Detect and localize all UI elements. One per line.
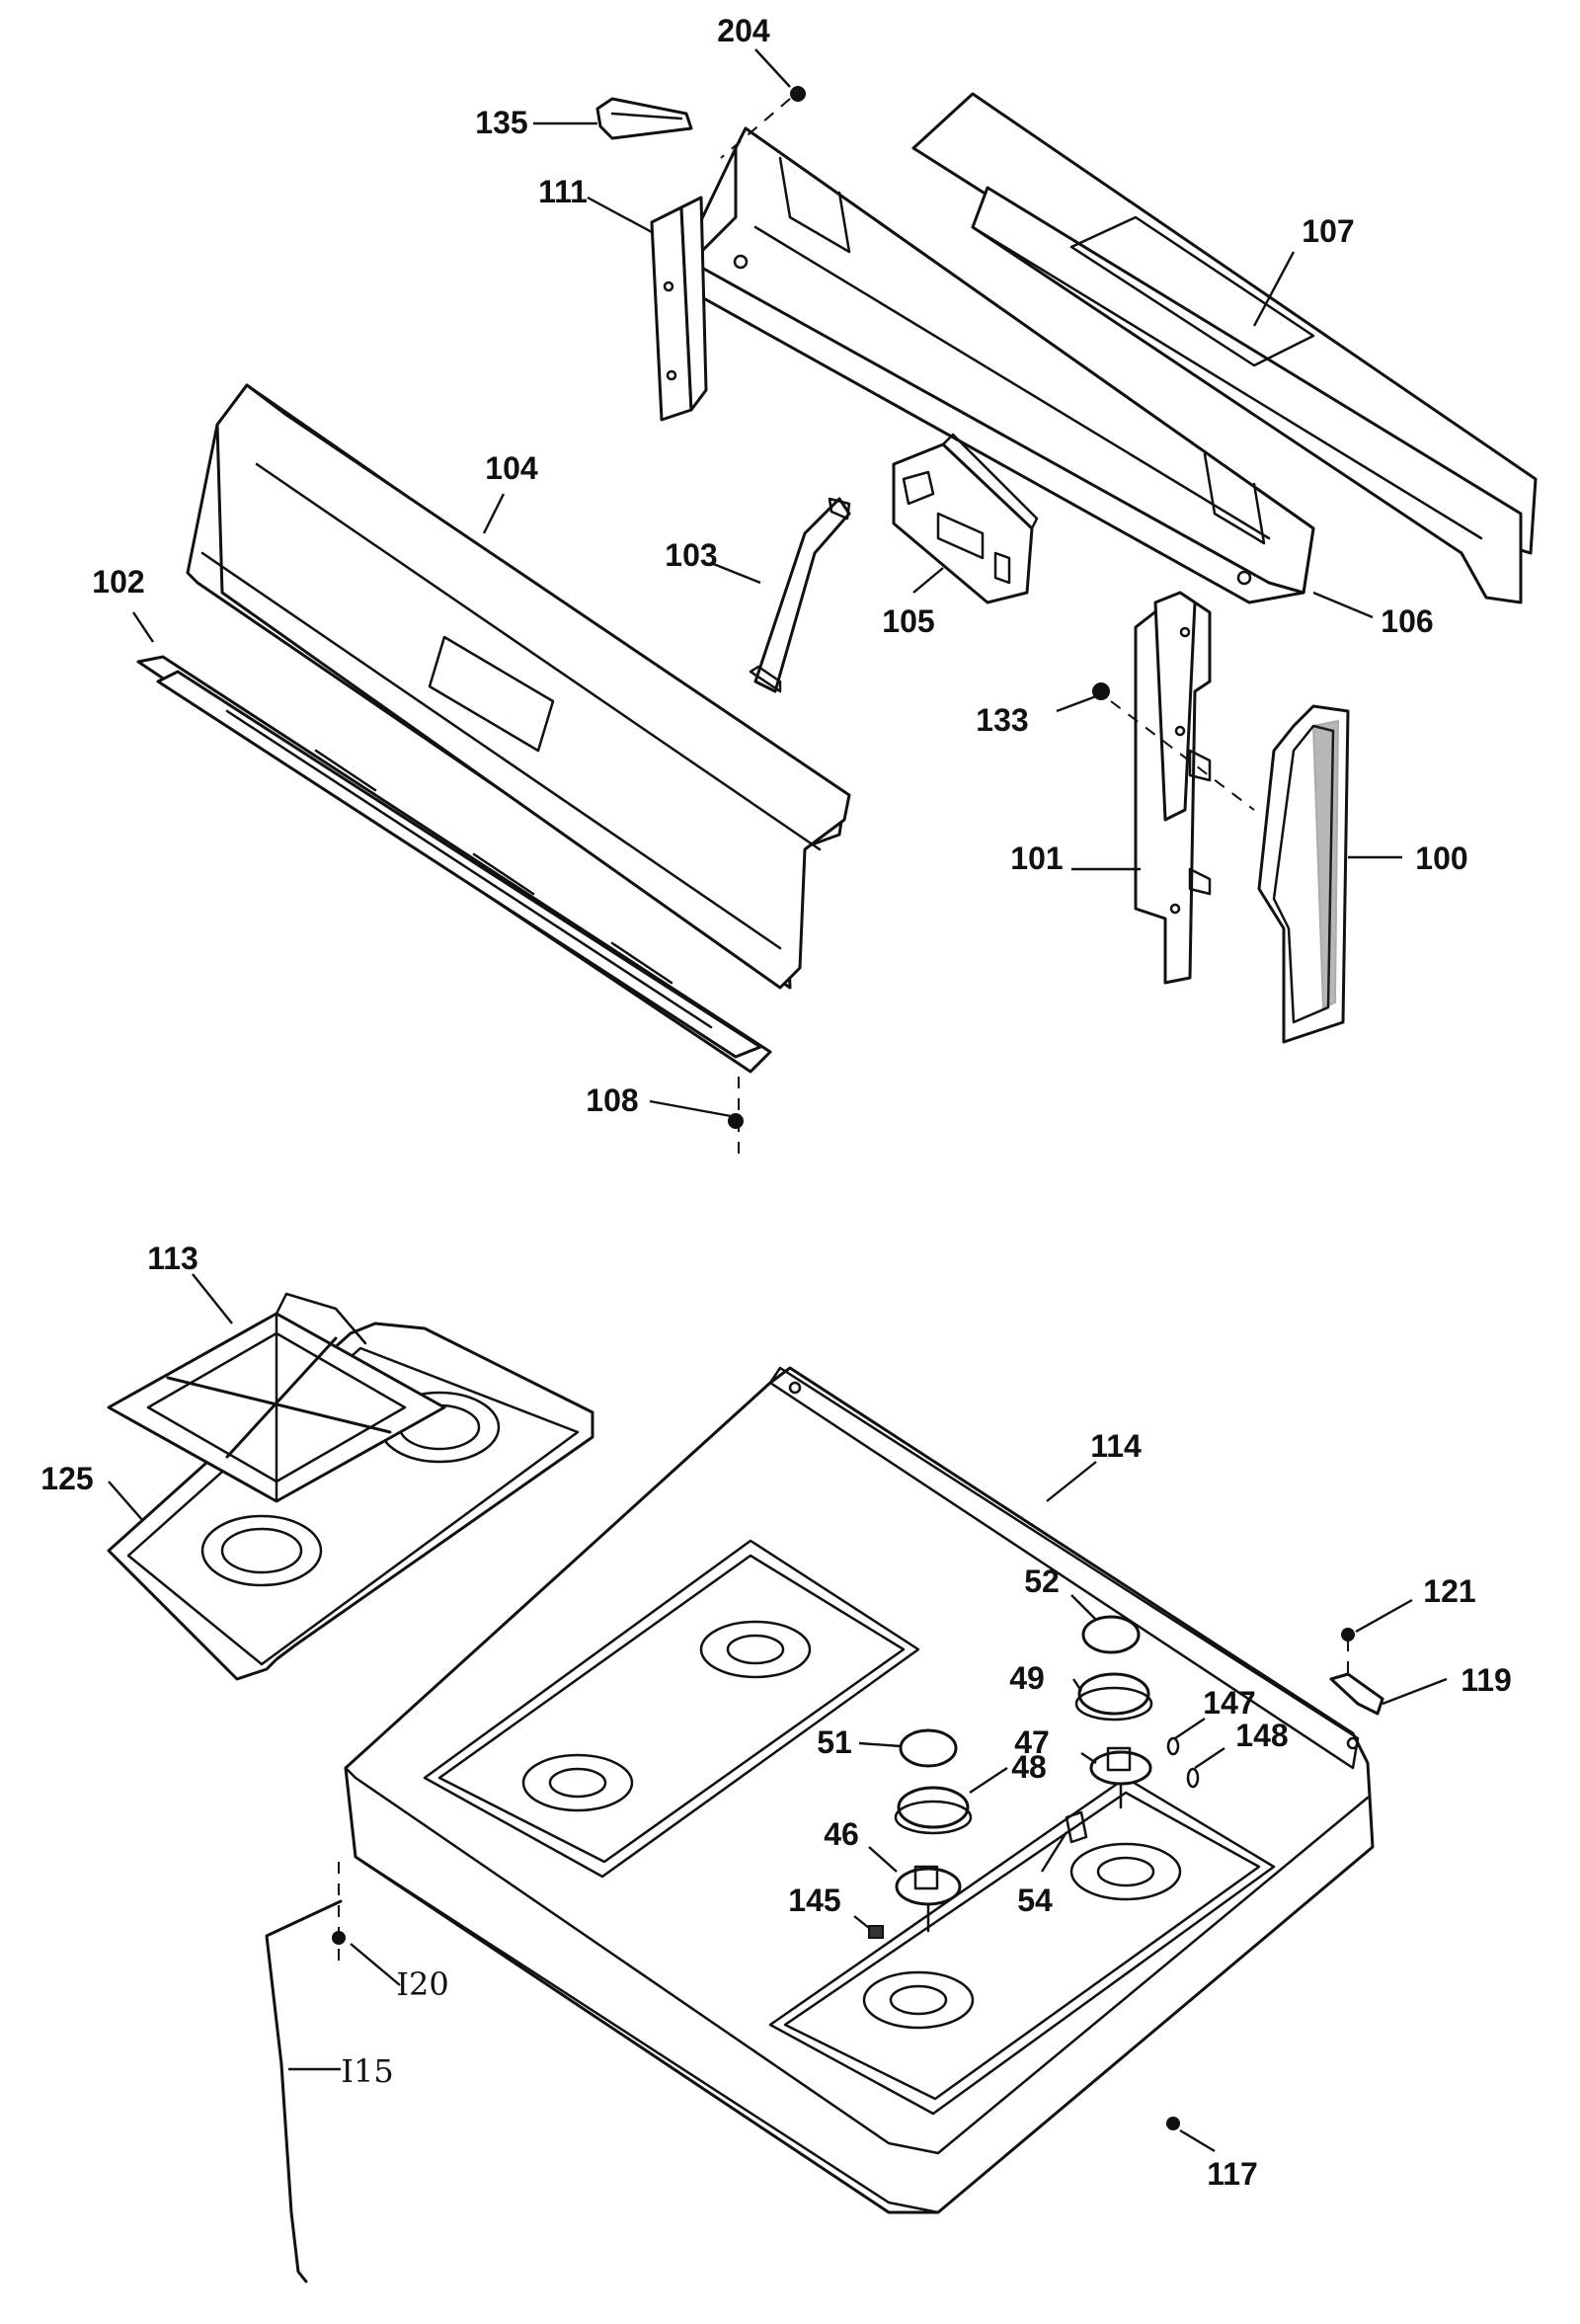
part-47-burner-base xyxy=(1089,1746,1152,1809)
part-46-burner-base xyxy=(895,1865,962,1933)
part-148-screw xyxy=(1186,1767,1200,1789)
part-145-clip xyxy=(868,1925,884,1939)
part-54-orifice xyxy=(1065,1810,1088,1844)
upper-assembly xyxy=(136,86,1538,1156)
label-100: 100 xyxy=(1415,841,1467,876)
part-52-burner-cap xyxy=(1081,1615,1141,1654)
part-115-rod xyxy=(265,1899,343,2284)
part-121-screw xyxy=(1341,1628,1355,1679)
part-111-side-bracket xyxy=(650,196,708,422)
label-133: 133 xyxy=(976,702,1028,738)
label-121: 121 xyxy=(1423,1573,1475,1609)
label-54: 54 xyxy=(1017,1883,1053,1918)
label-105: 105 xyxy=(882,603,934,639)
label-52: 52 xyxy=(1024,1563,1060,1599)
label-113: 113 xyxy=(147,1241,198,1276)
part-113-grate xyxy=(107,1292,446,1503)
label-148: 148 xyxy=(1235,1718,1288,1753)
label-108: 108 xyxy=(586,1082,638,1118)
label-107: 107 xyxy=(1302,213,1354,249)
part-119-bracket xyxy=(1329,1672,1384,1716)
part-102-trim xyxy=(136,655,772,1074)
part-51-burner-cap xyxy=(899,1728,958,1768)
label-145: 145 xyxy=(788,1883,840,1918)
part-100-end-panel xyxy=(1257,704,1350,1044)
part-49-burner-head xyxy=(1074,1672,1153,1722)
label-47: 47 xyxy=(1014,1724,1050,1760)
label-102: 102 xyxy=(92,564,144,600)
part-117-nut xyxy=(1166,2117,1180,2130)
part-103-strap xyxy=(749,497,851,693)
label-204: 204 xyxy=(717,13,770,48)
label-125: 125 xyxy=(40,1461,93,1496)
label-103: 103 xyxy=(665,537,717,573)
leader-lines xyxy=(108,48,1448,2153)
label-135: 135 xyxy=(475,105,527,140)
label-46: 46 xyxy=(824,1816,859,1852)
part-106-backguard xyxy=(679,126,1315,604)
label-101: 101 xyxy=(1010,841,1063,876)
part-labels: 204 135 111 107 104 103 102 105 106 133 … xyxy=(40,13,1512,2192)
label-104: 104 xyxy=(485,450,538,486)
part-48-burner-head xyxy=(894,1786,973,1835)
part-108-screw xyxy=(728,1077,744,1156)
part-204-screw xyxy=(720,86,806,159)
part-104-control-panel xyxy=(186,383,851,990)
label-117: 117 xyxy=(1207,2156,1258,2192)
part-107-top-cover xyxy=(911,92,1538,604)
part-120-screw xyxy=(332,1862,346,1961)
label-111: 111 xyxy=(538,174,588,209)
label-51: 51 xyxy=(817,1724,852,1760)
label-49: 49 xyxy=(1009,1660,1045,1696)
label-115: I15 xyxy=(341,2052,393,2090)
part-133-nut xyxy=(1092,682,1255,811)
label-147: 147 xyxy=(1203,1685,1255,1721)
part-105-clock xyxy=(892,433,1039,604)
part-135-clip xyxy=(595,97,693,140)
label-120: I20 xyxy=(396,1965,448,2003)
label-114: 114 xyxy=(1090,1428,1142,1464)
label-48: 48 xyxy=(1011,1749,1047,1785)
part-114-cooktop xyxy=(344,1366,1375,2214)
label-106: 106 xyxy=(1381,603,1433,639)
lower-assembly xyxy=(107,1292,1384,2284)
part-147-screw xyxy=(1166,1736,1180,1756)
part-101-side-bracket xyxy=(1134,591,1212,985)
label-119: 119 xyxy=(1461,1662,1512,1698)
